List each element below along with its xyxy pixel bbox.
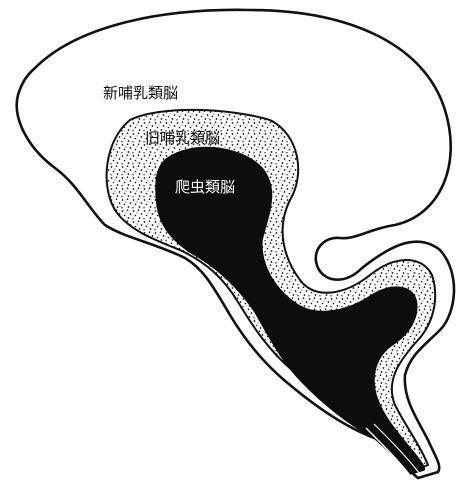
- reptilian-brain-label: 爬虫類脳: [175, 178, 235, 196]
- neomammalian-brain-label: 新哺乳類脳: [103, 84, 178, 102]
- paleomammalian-brain-label: 旧哺乳類脳: [145, 129, 220, 147]
